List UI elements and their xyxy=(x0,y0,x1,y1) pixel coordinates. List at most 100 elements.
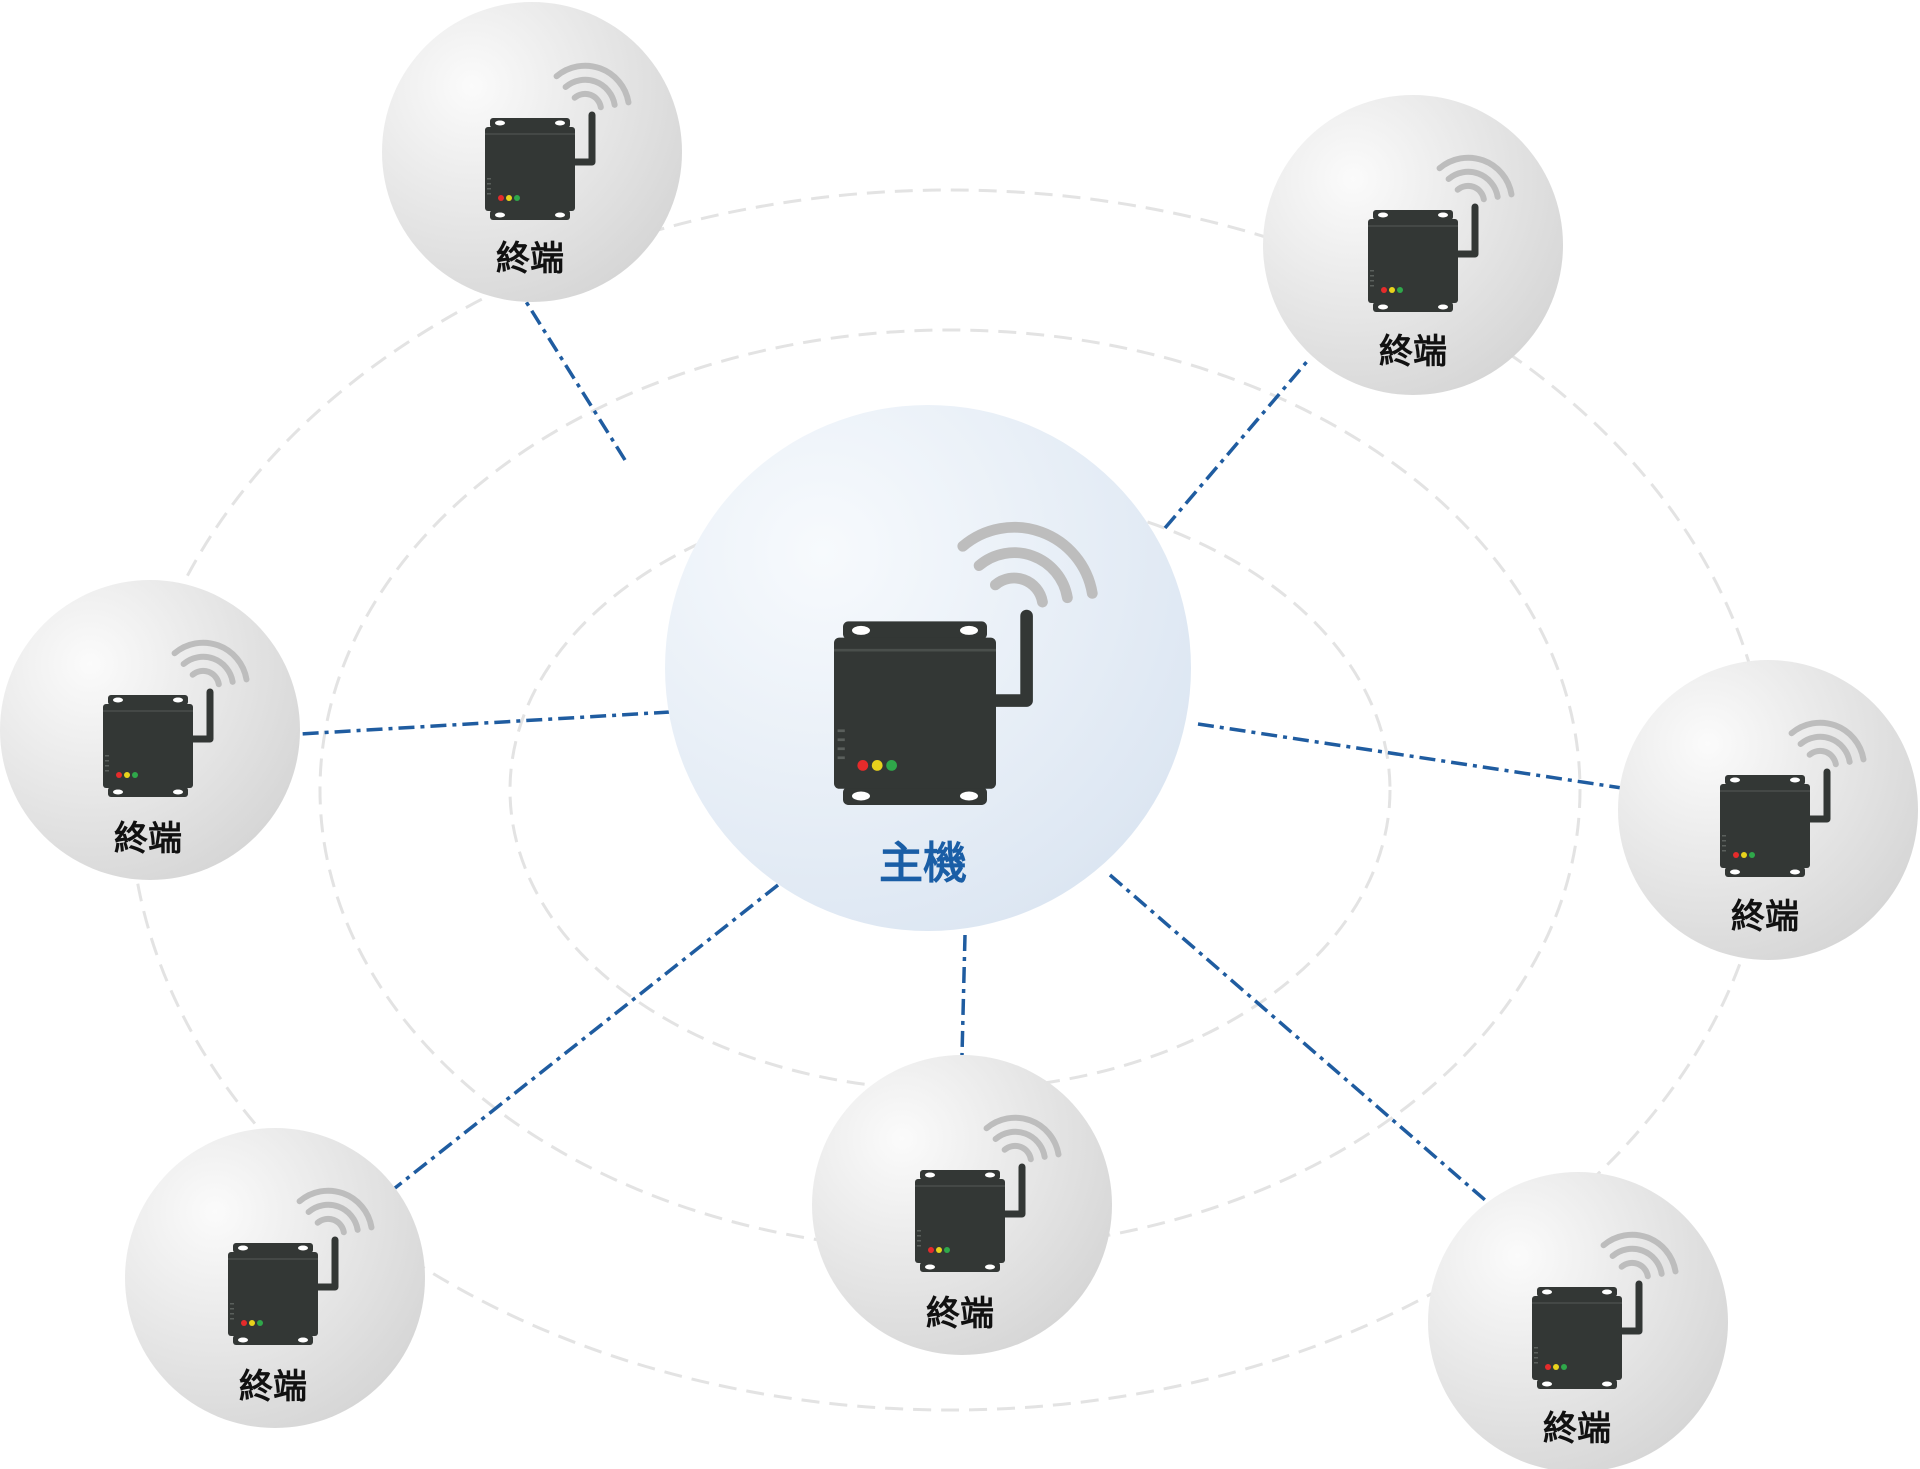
wifi-signal-icon xyxy=(1788,719,1867,768)
hub-node: 主機 xyxy=(665,405,1191,931)
mount-hole xyxy=(925,1264,935,1270)
mount-hole xyxy=(495,120,505,126)
mount-top xyxy=(490,118,570,128)
mount-bottom xyxy=(1725,867,1805,877)
wifi-arc xyxy=(553,62,632,106)
vent-slot xyxy=(487,193,491,195)
mount-top xyxy=(233,1243,313,1253)
device-body xyxy=(915,1179,1005,1263)
mount-hole xyxy=(1730,869,1740,875)
vent-slot xyxy=(917,1235,921,1237)
terminal-label: 終端 xyxy=(239,1367,307,1407)
vent-slot xyxy=(487,188,491,190)
vent-slot xyxy=(105,760,109,762)
mount-hole xyxy=(960,625,978,635)
link-hub-t5 xyxy=(393,883,780,1190)
wifi-arc xyxy=(973,547,1073,604)
terminal-node-3: 終端 xyxy=(0,580,300,880)
status-led xyxy=(886,760,897,771)
link-hub-t4 xyxy=(1197,722,1623,790)
vent-slot xyxy=(917,1245,921,1247)
vent-slot xyxy=(1534,1352,1538,1354)
vent-slot xyxy=(1722,850,1726,852)
status-led xyxy=(1553,1364,1559,1370)
wifi-arc xyxy=(296,1187,375,1231)
mount-hole xyxy=(925,1172,935,1178)
vent-slot xyxy=(917,1230,921,1232)
mount-bottom xyxy=(843,787,987,805)
antenna xyxy=(564,111,596,166)
mount-hole xyxy=(1602,1289,1612,1295)
status-led xyxy=(498,195,504,201)
antenna xyxy=(1611,1280,1643,1335)
terminal-label: 終端 xyxy=(496,239,564,279)
mount-hole xyxy=(1730,777,1740,783)
mount-hole xyxy=(852,625,870,635)
terminal-node-6: 終端 xyxy=(812,1055,1112,1355)
vent-slot xyxy=(917,1240,921,1242)
terminal-device xyxy=(485,62,632,220)
terminal-node-1: 終端 xyxy=(382,2,682,302)
mount-hole xyxy=(1438,304,1448,310)
status-led xyxy=(116,772,122,778)
device-body xyxy=(1368,219,1458,303)
mount-hole xyxy=(1790,869,1800,875)
status-led xyxy=(857,760,869,771)
vent-slot xyxy=(1722,840,1726,842)
antenna xyxy=(307,1236,339,1291)
mount-top xyxy=(1725,775,1805,785)
mount-top xyxy=(1373,210,1453,220)
vent-slot xyxy=(230,1308,234,1310)
wireless-transceiver-icon xyxy=(1532,1280,1643,1389)
mount-hole xyxy=(985,1172,995,1178)
wifi-arc xyxy=(1806,747,1839,768)
mount-hole xyxy=(238,1245,248,1251)
link-hub-t7 xyxy=(1108,873,1487,1202)
terminal-device xyxy=(915,1114,1062,1272)
device-body xyxy=(103,704,193,788)
mount-hole xyxy=(298,1245,308,1251)
wifi-arc xyxy=(1600,1231,1679,1275)
mount-hole xyxy=(960,791,978,801)
mount-bottom xyxy=(108,787,188,797)
wifi-signal-icon xyxy=(553,62,632,111)
vent-slot xyxy=(1534,1347,1538,1349)
terminal-device xyxy=(1532,1231,1679,1389)
hub-label: 主機 xyxy=(879,838,967,889)
wireless-transceiver-icon xyxy=(485,111,596,220)
status-led xyxy=(1749,852,1755,858)
wifi-arc xyxy=(1454,182,1487,203)
device-body xyxy=(1532,1296,1622,1380)
vent-slot xyxy=(837,729,845,733)
vent-slot xyxy=(230,1318,234,1320)
wifi-arc xyxy=(1436,154,1515,198)
vent-slot xyxy=(487,183,491,185)
terminal-device xyxy=(1720,719,1867,877)
wifi-arc xyxy=(1445,168,1501,200)
link-hub-t6 xyxy=(960,934,967,1056)
mount-bottom xyxy=(1537,1379,1617,1389)
status-led xyxy=(1397,287,1403,293)
status-led xyxy=(249,1320,255,1326)
antenna xyxy=(994,1163,1026,1218)
mount-hole xyxy=(985,1264,995,1270)
terminal-label: 終端 xyxy=(114,819,182,859)
mount-hole xyxy=(1542,1381,1552,1387)
wireless-transceiver-icon xyxy=(228,1236,339,1345)
status-led xyxy=(1381,287,1387,293)
wireless-transceiver-icon xyxy=(834,609,1033,805)
link-hub-t1 xyxy=(503,267,627,461)
vent-slot xyxy=(487,178,491,180)
wifi-arc xyxy=(305,1201,361,1233)
terminal-label: 終端 xyxy=(1379,332,1447,372)
vent-slot xyxy=(837,756,845,760)
wireless-transceiver-icon xyxy=(1720,768,1831,877)
mount-hole xyxy=(1378,304,1388,310)
vent-slot xyxy=(1534,1357,1538,1359)
wifi-arc xyxy=(189,667,222,688)
status-led xyxy=(506,195,512,201)
status-led xyxy=(944,1247,950,1253)
mount-top xyxy=(920,1170,1000,1180)
wifi-arc xyxy=(571,90,604,111)
terminal-node-5: 終端 xyxy=(125,1128,425,1428)
